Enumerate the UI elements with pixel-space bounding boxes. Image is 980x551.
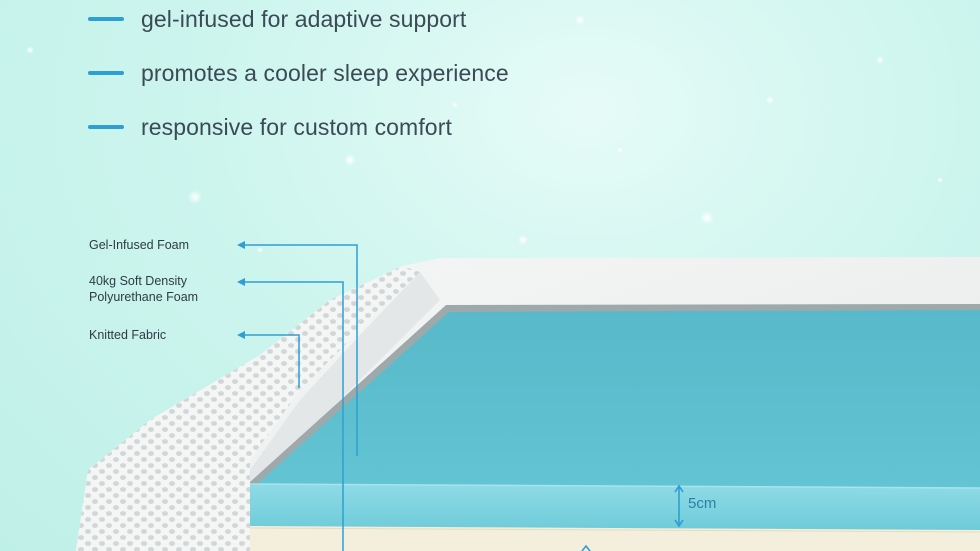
feature-text: gel-infused for adaptive support bbox=[141, 5, 467, 32]
feature-item: gel-infused for adaptive support bbox=[88, 4, 466, 34]
thickness-label: 5cm bbox=[688, 495, 717, 512]
dash-bullet-icon bbox=[88, 71, 124, 75]
label-knitted-fabric: Knitted Fabric bbox=[89, 327, 166, 343]
feature-text: responsive for custom comfort bbox=[141, 113, 452, 140]
label-gel-infused-foam: Gel-Infused Foam bbox=[89, 237, 189, 253]
label-line: 40kg Soft Density bbox=[89, 274, 187, 288]
thickness-dimension-arrow bbox=[674, 484, 684, 528]
feature-text: promotes a cooler sleep experience bbox=[141, 59, 509, 86]
feature-item: promotes a cooler sleep experience bbox=[88, 58, 509, 88]
foam-dimension-arrow-tip bbox=[581, 544, 591, 551]
leader-line-pu-foam bbox=[237, 278, 344, 551]
leader-line-gel-foam bbox=[237, 241, 358, 456]
gel-foam-layer bbox=[249, 304, 980, 551]
label-line: Knitted Fabric bbox=[89, 328, 167, 342]
feature-item: responsive for custom comfort bbox=[88, 112, 452, 142]
dash-bullet-icon bbox=[88, 125, 124, 129]
label-line: Gel-Infused Foam bbox=[89, 238, 190, 252]
leader-line-knitted-fabric bbox=[237, 331, 300, 388]
label-pu-foam: 40kg Soft Density Polyurethane Foam bbox=[89, 273, 198, 305]
dash-bullet-icon bbox=[88, 17, 124, 21]
feature-list: gel-infused for adaptive support promote… bbox=[0, 0, 980, 160]
label-line: Polyurethane Foam bbox=[89, 290, 199, 304]
